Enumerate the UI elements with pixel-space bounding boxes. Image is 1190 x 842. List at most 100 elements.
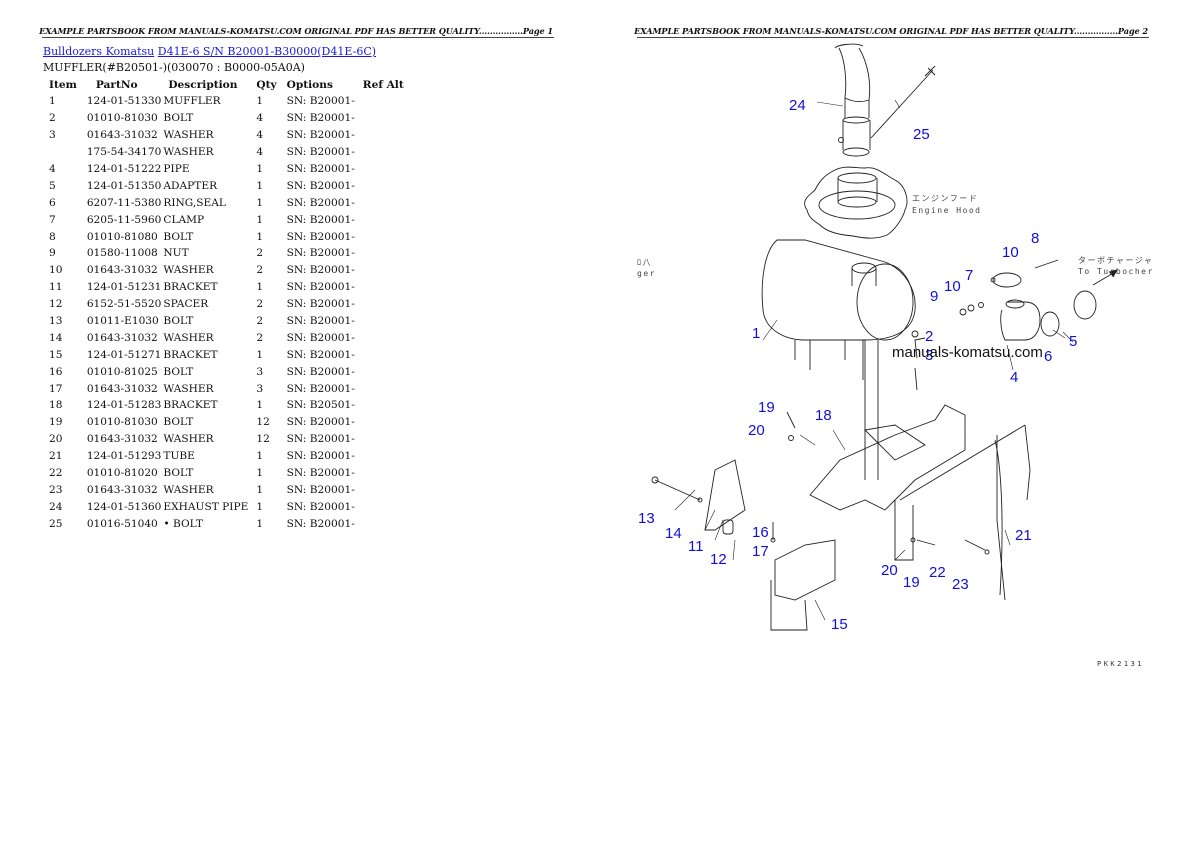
page-2: EXAMPLE PARTSBOOK FROM MANUALS-KOMATSU.C… [595, 0, 1190, 842]
part-number: 01643-31032 [86, 433, 158, 446]
part-refalt [358, 296, 409, 313]
col-partno: PartNo [95, 78, 138, 91]
part-qty: 1 [256, 500, 264, 513]
part-number: 6205-11-5960 [86, 213, 162, 226]
table-row: 21 124-01-51293 TUBE 1 SN: B20001- [44, 448, 409, 465]
part-qty: 12 [256, 433, 270, 446]
table-row: 11 124-01-51231 BRACKET 1 SN: B20001- [44, 279, 409, 296]
part-description: WASHER [163, 382, 214, 395]
part-options: SN: B20001- [286, 315, 355, 328]
part-refalt [358, 177, 409, 194]
callout-2: 2 [925, 328, 933, 345]
part-refalt [358, 93, 409, 110]
col-options: Options [286, 78, 333, 91]
part-number: 6207-11-5380 [86, 196, 162, 209]
callout-10b: 10 [944, 278, 961, 295]
table-row: 175-54-34170 WASHER 4 SN: B20001- [44, 144, 409, 161]
table-row: 14 01643-31032 WASHER 2 SN: B20001- [44, 329, 409, 346]
part-number: 01011-E1030 [86, 315, 159, 328]
part-qty: 2 [256, 315, 264, 328]
engine-hood-drawing [804, 166, 908, 239]
item-number: 9 [49, 247, 56, 260]
part-options: SN: B20001- [286, 483, 355, 496]
col-refalt: Ref Alt [362, 78, 404, 91]
model-link[interactable]: D41E-6 S/N B20001-B30000(D41E-6C) [157, 45, 377, 58]
callout-25: 25 [913, 126, 930, 143]
part-qty: 2 [256, 247, 264, 260]
part-number: 124-01-51283 [86, 399, 162, 412]
part-options: SN: B20001- [286, 331, 355, 344]
bracket-drawing [651, 404, 1031, 631]
callout-16: 16 [752, 524, 769, 541]
part-options: SN: B20001- [286, 298, 355, 311]
item-number: 23 [49, 483, 63, 496]
part-options: SN: B20001- [286, 247, 355, 260]
part-qty: 1 [256, 399, 264, 412]
part-qty: 1 [256, 467, 264, 480]
part-qty: 4 [256, 129, 264, 142]
part-number: 124-01-51222 [86, 163, 162, 175]
figure-code: PKK2131 [1097, 660, 1145, 668]
category-link[interactable]: Bulldozers Komatsu [43, 45, 155, 58]
callout-22: 22 [929, 564, 946, 581]
part-qty: 1 [256, 483, 264, 496]
part-number: 124-01-51330 [86, 95, 162, 108]
callout-9: 9 [930, 288, 938, 305]
part-options: SN: B20001- [286, 450, 355, 463]
callout-20a: 20 [748, 422, 765, 439]
part-refalt [358, 346, 409, 363]
table-row: 23 01643-31032 WASHER 1 SN: B20001- [44, 481, 409, 498]
item-number: 5 [49, 179, 56, 192]
part-refalt [358, 262, 409, 279]
table-row: 10 01643-31032 WASHER 2 SN: B20001- [44, 262, 409, 279]
part-description: WASHER [163, 433, 214, 446]
item-number: 1 [49, 95, 56, 108]
part-description: SPACER [163, 298, 209, 311]
part-description: RING,SEAL [163, 196, 226, 209]
callout-6: 6 [1044, 348, 1052, 365]
table-row: 20 01643-31032 WASHER 12 SN: B20001- [44, 431, 409, 448]
muffler-drawing [761, 239, 916, 480]
part-qty: 2 [256, 298, 264, 311]
part-refalt [358, 110, 409, 127]
item-number: 17 [49, 382, 63, 395]
part-description: BOLT [163, 315, 194, 328]
part-description: NUT [163, 247, 189, 260]
part-qty: 2 [256, 264, 264, 277]
part-description: MUFFLER [163, 95, 221, 108]
item-number: 11 [49, 281, 63, 294]
callout-5: 5 [1069, 333, 1077, 350]
callout-24: 24 [789, 97, 806, 114]
part-description: PIPE [163, 163, 190, 175]
part-qty: 1 [256, 95, 264, 108]
part-number: 01010-81030 [86, 416, 158, 429]
part-refalt [358, 431, 409, 448]
part-qty: 1 [256, 179, 264, 192]
part-number: 124-01-51350 [86, 179, 162, 192]
part-options: SN: B20001- [286, 112, 355, 125]
left-edge-jp-label: ﾛ八 [637, 258, 652, 267]
part-options: SN: B20001- [286, 500, 355, 513]
part-qty: 1 [256, 517, 264, 530]
part-options: SN: B20001- [286, 95, 355, 108]
col-item: Item [49, 78, 77, 91]
part-refalt [358, 329, 409, 346]
table-row: 13 01011-E1030 BOLT 2 SN: B20001- [44, 313, 409, 330]
part-qty: 1 [256, 196, 264, 209]
callout-11: 11 [688, 538, 704, 555]
part-description: BRACKET [163, 281, 218, 294]
part-number: 01643-31032 [86, 382, 158, 395]
part-qty: 2 [256, 331, 264, 344]
part-description: ADAPTER [163, 179, 218, 192]
part-description: WASHER [163, 264, 214, 277]
engine-hood-jp-label: エンジンフード [912, 194, 978, 203]
callout-12: 12 [710, 551, 727, 568]
table-header-row: Item PartNo Description Qty Options Ref … [44, 76, 409, 93]
part-number: 124-01-51293 [86, 450, 162, 463]
part-options: SN: B20001- [286, 517, 355, 530]
leader-lines [674, 99, 1074, 621]
part-options: SN: B20001- [286, 382, 355, 395]
exhaust-pipe-drawing [834, 43, 936, 157]
part-description: WASHER [163, 146, 214, 159]
watermark: manuals-komatsu.com [892, 344, 1043, 361]
